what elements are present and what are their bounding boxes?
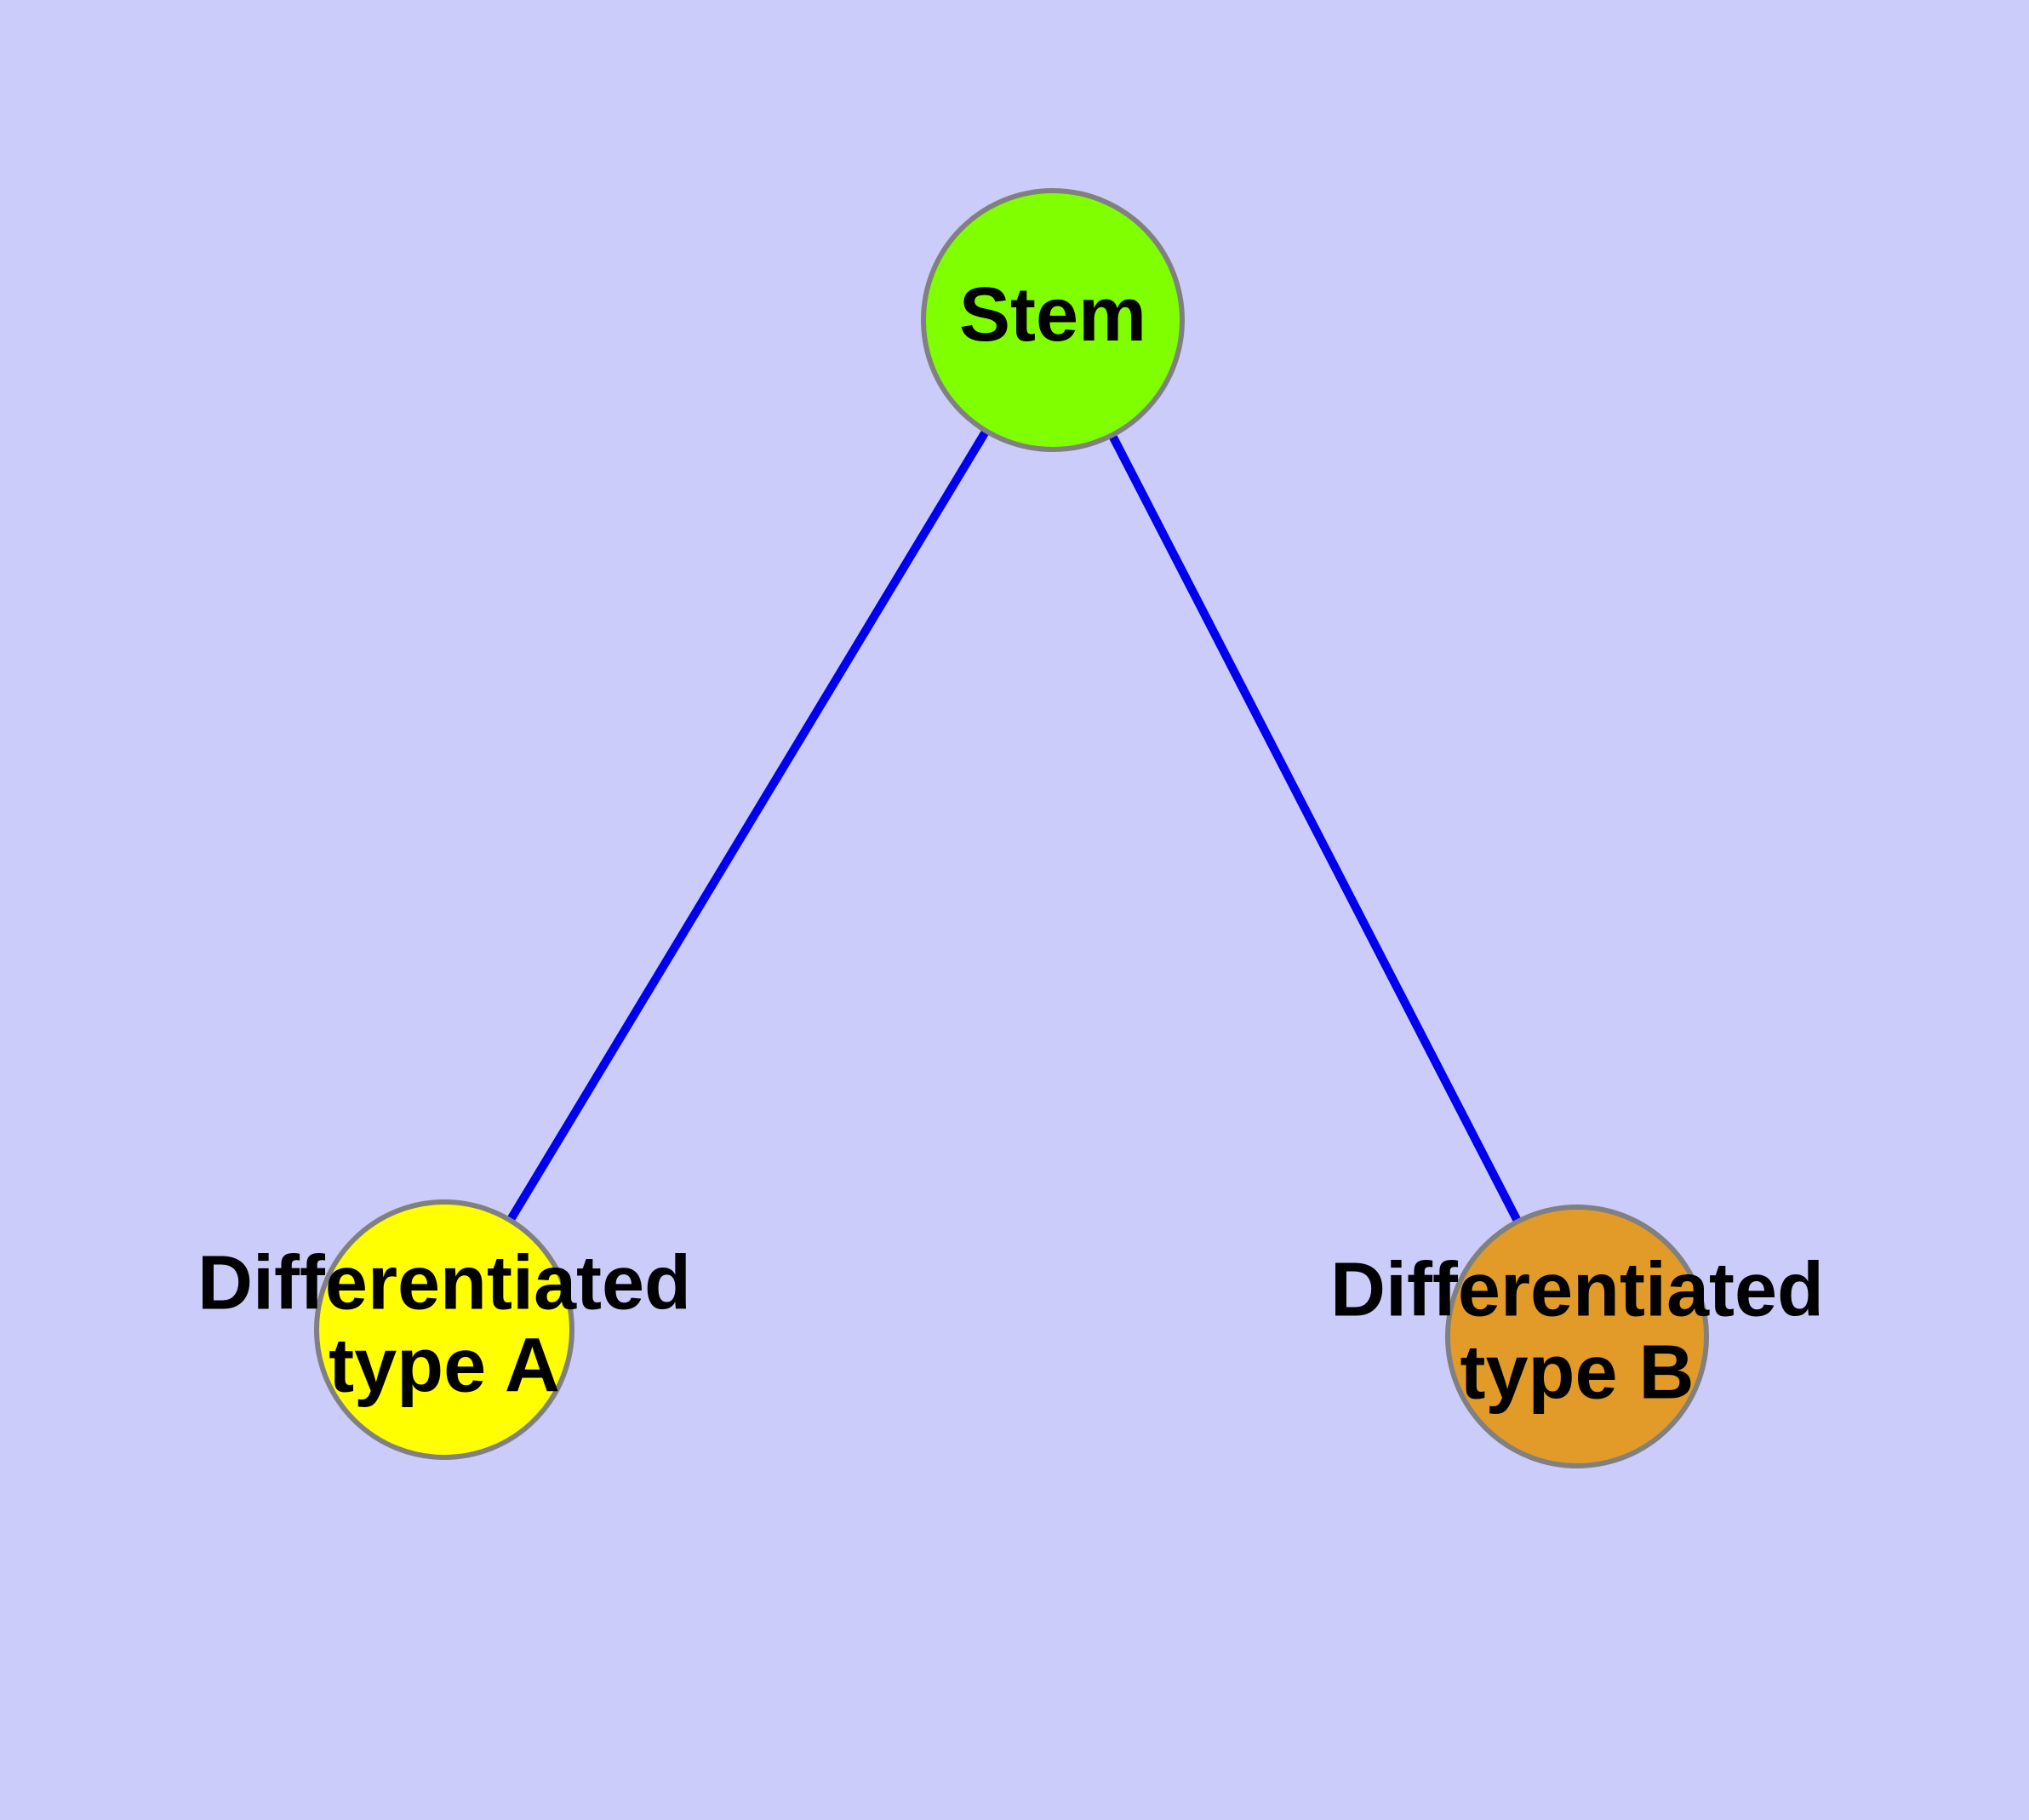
graph-edge-stem-to-diff_a [505,426,992,1226]
nodes-group [314,188,1709,1468]
graph-node-stem[interactable] [921,188,1185,452]
graph-node-diff_a[interactable] [314,1199,574,1460]
node-label-line: type B [1460,1330,1694,1415]
node-label-line: type A [329,1323,560,1408]
node-label-line: Differentiated [1330,1247,1824,1332]
node-label-stem: Stem [959,272,1146,358]
graph-node-diff_b[interactable] [1445,1205,1709,1468]
edges-group [505,426,1523,1227]
node-label-line: Stem [959,272,1146,358]
node-label-line: Differentiated [197,1240,691,1325]
graph-edge-stem-to-diff_b [1106,430,1523,1227]
